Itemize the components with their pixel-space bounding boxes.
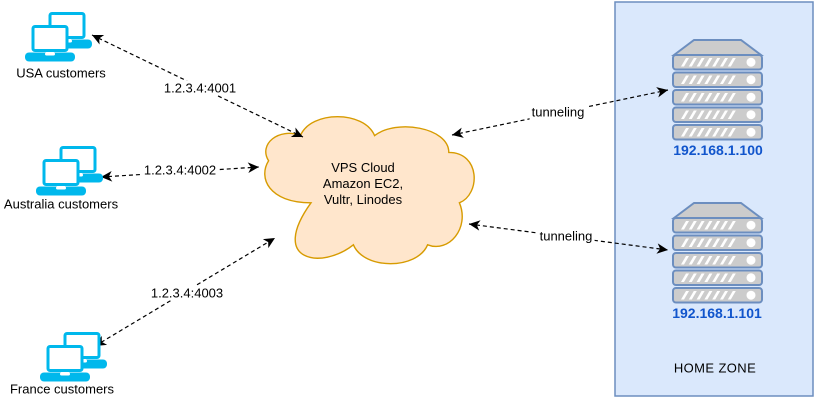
- australia-laptop-pair-icon: [36, 148, 103, 196]
- france-laptop-pair-icon: [40, 334, 107, 382]
- france-customers-label: France customers: [9, 381, 115, 397]
- server-1-ip-label: 192.168.1.100: [673, 142, 763, 158]
- edge-tunnel-server1: [451, 87, 669, 138]
- cloud-icon: [264, 116, 475, 265]
- vps-cloud-label-line1: VPS Cloud: [331, 160, 395, 175]
- vps-cloud-label-line2: Amazon EC2,: [322, 176, 404, 191]
- port-4002-label: 1.2.3.4:4002: [141, 162, 219, 178]
- tunneling-label-2: tunneling: [537, 228, 595, 244]
- vps-cloud-node: [264, 116, 475, 265]
- usa-customers-label: USA customers: [16, 65, 106, 81]
- server-2-rack-icon: [673, 203, 762, 303]
- usa-laptop-pair-icon: [25, 14, 92, 62]
- home-zone-title: HOME ZONE: [673, 360, 757, 376]
- tunneling-label-1: tunneling: [529, 104, 587, 120]
- server-1-rack-icon: [673, 40, 762, 140]
- server-2-ip-label: 192.168.1.101: [672, 305, 762, 321]
- port-4001-label: 1.2.3.4:4001: [161, 80, 239, 96]
- australia-customers-label: Australia customers: [3, 196, 119, 212]
- port-4003-label: 1.2.3.4:4003: [148, 285, 226, 301]
- vps-cloud-label: VPS Cloud Amazon EC2, Vultr, Linodes: [323, 160, 403, 208]
- vps-cloud-label-line3: Vultr, Linodes: [323, 192, 403, 207]
